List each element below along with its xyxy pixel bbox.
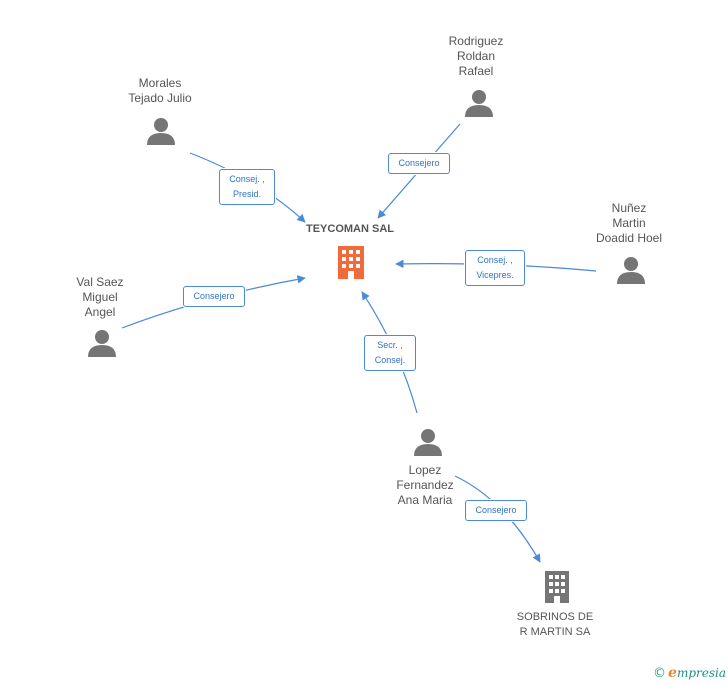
building-icon[interactable]: [542, 570, 572, 604]
person-valsaez-label[interactable]: Val Saez Miguel Angel: [76, 275, 124, 319]
person-icon[interactable]: [413, 427, 443, 457]
brand-name: mpresia: [676, 666, 726, 680]
person-nunez-label[interactable]: Nuñez Martin Doadid Hoel: [595, 201, 663, 245]
copyright-icon: ©: [653, 666, 667, 681]
person-lopez-label[interactable]: Lopez Fernandez Ana Maria: [396, 463, 454, 507]
person-morales-label[interactable]: Morales Tejado Julio: [128, 76, 192, 105]
edge-label-lopez-sobrinos: Consejero: [465, 500, 527, 521]
edge-label-morales: Consej. , Presid.: [219, 169, 275, 205]
company-sobrinos-label[interactable]: SOBRINOS DE R MARTIN SA: [516, 611, 594, 638]
person-icon[interactable]: [616, 255, 646, 285]
edge-label-nunez: Consej. , Vicepres.: [465, 250, 525, 286]
person-rodriguez-label[interactable]: Rodriguez Roldan Rafael: [448, 34, 504, 78]
person-icon[interactable]: [146, 116, 176, 146]
person-icon[interactable]: [87, 328, 117, 358]
person-icon[interactable]: [464, 88, 494, 118]
footer-brand: ©empresia: [653, 665, 726, 681]
main-company-label[interactable]: TEYCOMAN SAL: [306, 223, 394, 235]
edge-label-rodriguez: Consejero: [388, 153, 450, 174]
building-icon[interactable]: [334, 244, 368, 280]
brand-initial: e: [668, 665, 677, 681]
edge-label-lopez-main: Secr. , Consej.: [364, 335, 416, 371]
edge-label-valsaez: Consejero: [183, 286, 245, 307]
